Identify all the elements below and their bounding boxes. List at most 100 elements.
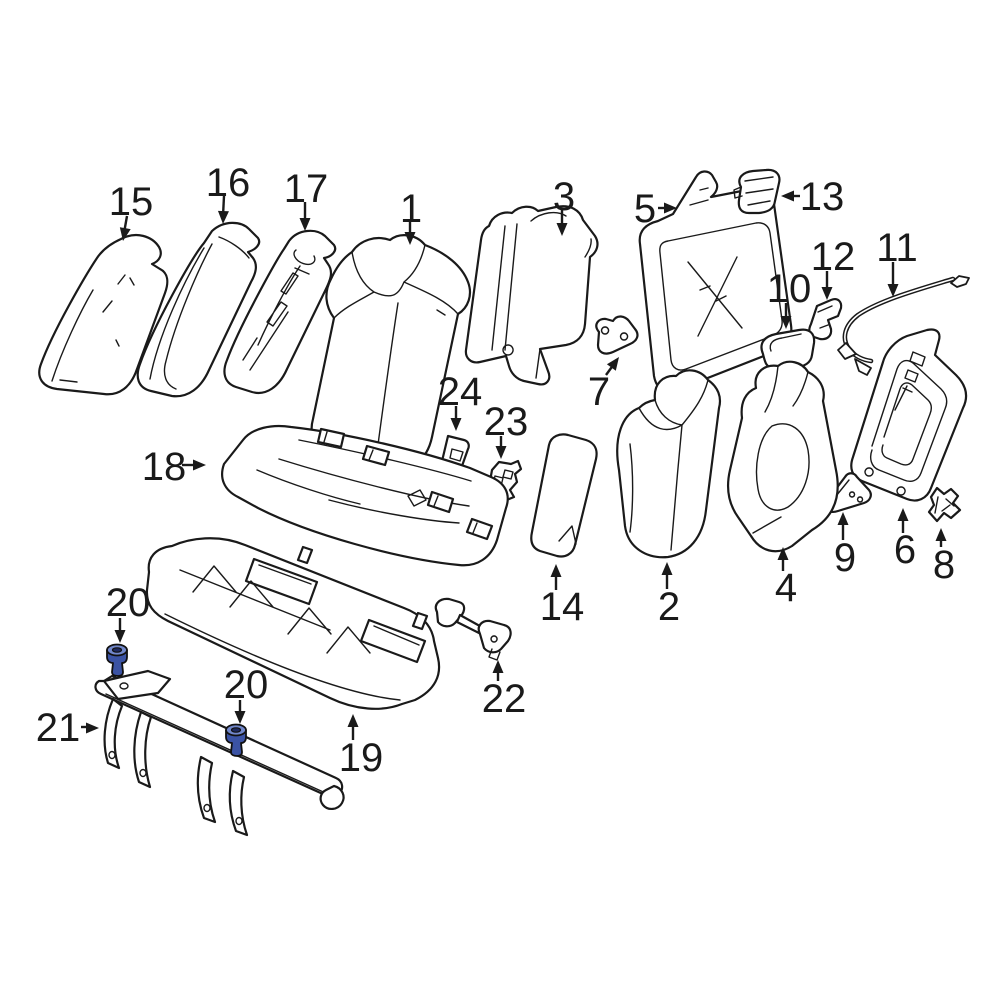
cable-ends [837,275,970,376]
leg-hole [108,750,116,760]
part-3-seatback-cover [464,205,599,386]
callout-label: 4 [775,566,797,610]
arrowhead [777,547,789,560]
part-outline [464,205,599,386]
callout-label: 7 [588,370,610,414]
arrowhead [450,418,462,431]
part-outline [145,537,441,710]
callout-20b: 20 [224,663,269,724]
callout-label: 10 [767,267,812,311]
cable-core [844,278,954,362]
part-outline [638,170,793,393]
arrowhead [606,357,619,371]
part-detail [558,525,577,545]
arrowhead [347,714,359,727]
callout-11: 11 [876,226,918,297]
part-15-seatback-side-pad [38,234,169,396]
arrowhead [114,630,126,643]
callout-3: 3 [553,175,575,236]
callout-label: 12 [811,235,856,279]
callout-12: 12 [811,235,856,300]
callout-label: 20 [224,663,269,707]
callout-label: 19 [339,736,384,780]
part-6-seatback-frame [850,328,968,502]
part-detail [769,333,802,352]
callout-23: 23 [484,400,528,459]
clip-hole [230,727,242,733]
part-detail [51,274,135,383]
part-outline [595,315,639,355]
leg-hole [203,803,211,813]
part-4-seatback-cover [727,360,839,553]
part-outline [38,234,169,396]
callout-16: 16 [206,161,251,224]
arrowhead [780,316,792,329]
part-outline [850,328,968,502]
callout-4: 4 [775,547,797,610]
part-21-support-rail [94,669,345,837]
part-7-bracket [595,315,639,355]
callout-9: 9 [834,512,856,580]
callout-label: 1 [400,187,422,231]
callout-6: 6 [894,508,916,572]
spring-wires [164,564,420,701]
part-outline [927,486,962,523]
part-detail [491,211,592,379]
callout-label: 18 [142,445,187,489]
rail-plate [102,669,172,701]
callout-label: 16 [206,161,251,205]
part-detail [449,448,464,462]
part-12-clip [808,298,843,341]
arrowhead [781,190,794,202]
callout-label: 9 [834,536,856,580]
callout-label: 21 [36,706,81,750]
callout-19: 19 [339,714,384,780]
callout-24: 24 [438,370,483,431]
arrowhead [119,227,131,241]
callout-18: 18 [142,445,206,489]
rail-hook [319,784,345,810]
arrowhead [664,202,677,214]
part-22-latch-assembly [434,597,512,661]
part-detail [817,305,833,329]
callout-1: 1 [400,187,422,245]
callout-label: 5 [634,187,656,231]
hook-tabs [316,427,494,541]
part-detail [600,326,629,341]
part-detail [149,236,250,390]
arrowhead [837,512,849,525]
tab-details [323,431,478,534]
arrowhead [897,508,909,521]
leg-4 [228,769,249,837]
part-20-fastener-clip-b [225,723,247,757]
arrowhead [556,223,568,236]
part-19-seat-cushion-frame [145,537,441,710]
part-detail [333,244,459,453]
part-20-fastener-clip-a [106,643,128,677]
callout-14: 14 [540,564,585,629]
arrowhead [86,722,99,734]
callout-label: 24 [438,370,483,414]
part-outline [616,369,722,559]
part-detail [256,439,472,524]
part-2-seatback-pad [616,369,722,559]
arrowhead [935,528,947,541]
callout-label: 20 [106,581,151,625]
callout-20a: 20 [106,581,151,643]
part-13-headrest-support [733,168,781,215]
part-detail [733,176,774,206]
leg-3 [196,755,217,824]
arrowhead [404,232,416,245]
callout-label: 8 [933,543,955,587]
part-11-release-cable [837,275,970,376]
arrowhead [492,660,504,673]
part-18-seat-cushion-pad [221,424,509,567]
callout-5: 5 [634,187,677,231]
clip-body [225,729,247,757]
part-detail [864,351,948,496]
callout-label: 14 [540,585,585,629]
callout-22: 22 [482,660,526,721]
callout-label: 13 [800,175,845,219]
